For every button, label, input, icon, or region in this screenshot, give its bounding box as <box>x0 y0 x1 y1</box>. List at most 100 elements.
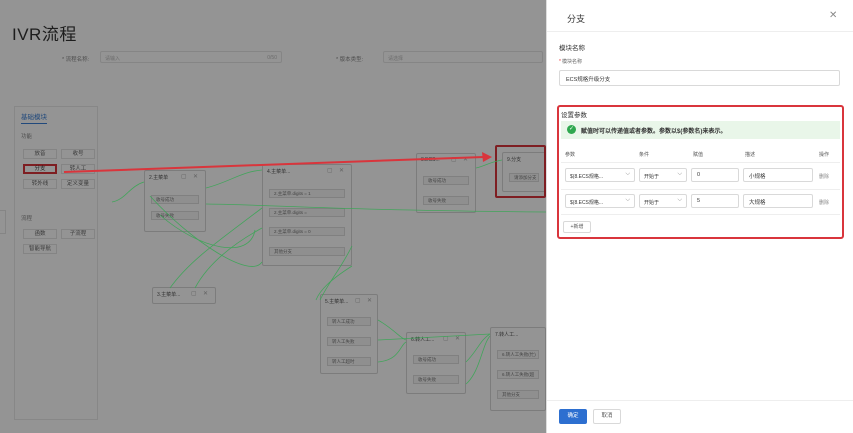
edit-icon[interactable]: ▢ <box>355 298 361 304</box>
edit-icon[interactable]: ▢ <box>181 174 187 180</box>
edit-icon[interactable]: ▢ <box>451 157 457 163</box>
node-output[interactable]: 收号成功 <box>413 355 459 364</box>
info-alert: ✓ 赋值时可以传递值或者参数。参数以$(参数名)来表示。 <box>561 121 840 139</box>
value-input[interactable]: 5 <box>691 194 739 208</box>
node-title: 4.主菜单... <box>267 169 291 175</box>
edge-line <box>465 333 491 363</box>
flow-name-counter: 0/50 <box>267 55 277 61</box>
module-subflow[interactable]: 子流程 <box>61 229 95 239</box>
node-title: 8.ECS... <box>421 157 440 163</box>
edge-line <box>475 159 503 169</box>
flow-node-6[interactable]: 6.转人工... ▢ ✕ 收号成功 收号失败 <box>406 332 466 394</box>
module-transfer-agent[interactable]: 转人工 <box>61 164 95 174</box>
node-output[interactable]: 收号失败 <box>151 211 199 220</box>
col-condition: 条件 <box>639 152 650 158</box>
row-divider <box>561 214 840 215</box>
node-output[interactable]: 6.转人工失败(超 <box>497 370 539 379</box>
node-output[interactable]: 转人工失败 <box>327 337 371 346</box>
flow-node-5[interactable]: 5.主菜单... ▢ ✕ 转人工成功 转人工失败 转人工超时 <box>320 294 378 374</box>
module-name-section-title: 模块名称 <box>559 45 585 52</box>
desc-input[interactable]: 大规格 <box>743 194 813 208</box>
modal-mask[interactable] <box>0 0 546 433</box>
node-output[interactable]: 2.主菜单.digits = 1 <box>269 189 345 198</box>
node-output[interactable]: 转人工超时 <box>327 357 371 366</box>
desc-input[interactable]: 小规格 <box>743 168 813 182</box>
value-input[interactable]: 0 <box>691 168 739 182</box>
chevron-down-icon: ⌵ <box>677 171 682 177</box>
drawer-title: 分支 <box>567 14 586 24</box>
edge-line <box>315 265 353 301</box>
module-name-input[interactable]: ECS规格升级分支 <box>559 70 840 86</box>
node-output[interactable]: 2.主菜单.digits = <box>269 208 345 217</box>
alert-text: 赋值时可以传递值或者参数。参数以$(参数名)来表示。 <box>581 129 727 135</box>
version-type-select[interactable]: 请选择 <box>383 51 543 63</box>
node-output[interactable]: 6.转人工失败(忙) <box>497 350 539 359</box>
flow-name-input[interactable]: 请输入 0/50 <box>100 51 282 63</box>
module-transfer-external[interactable]: 转外线 <box>23 179 57 189</box>
edge-line <box>149 195 263 267</box>
param-select[interactable]: $(8.ECS规格...⌵ <box>565 194 635 208</box>
delete-row-button[interactable]: 删除 <box>819 174 830 180</box>
delete-row-button[interactable]: 删除 <box>819 200 830 206</box>
node-title: 7.转人工... <box>495 332 519 338</box>
node-output[interactable]: 其他分支 <box>269 247 345 256</box>
add-row-button[interactable]: +新增 <box>563 221 591 233</box>
cancel-button[interactable]: 取消 <box>593 409 621 424</box>
node-title: 2.主菜单 <box>149 175 169 181</box>
edit-icon[interactable]: ▢ <box>443 336 449 342</box>
node-output[interactable]: 收号失败 <box>413 375 459 384</box>
node-output[interactable]: 收号失败 <box>423 196 469 205</box>
flow-node-menu4[interactable]: 4.主菜单... ▢ ✕ 2.主菜单.digits = 1 2.主菜单.digi… <box>262 164 352 266</box>
flow-connectors <box>63 152 546 385</box>
edge-line <box>377 341 407 363</box>
node-output[interactable]: 收号成功 <box>151 195 199 204</box>
node-title: 5.主菜单... <box>325 299 349 305</box>
version-type-label: * 版本类型: <box>336 57 364 63</box>
node-output[interactable]: 2.主菜单.digits = 0 <box>269 227 345 236</box>
close-icon[interactable]: ✕ <box>367 298 373 304</box>
condition-select[interactable]: 开始于⌵ <box>639 168 687 182</box>
param-select[interactable]: $(8.ECS规格...⌵ <box>565 168 635 182</box>
close-icon[interactable]: ✕ <box>463 157 469 163</box>
node-output[interactable]: 收号成功 <box>423 176 469 185</box>
col-desc: 描述 <box>745 152 756 158</box>
module-name-label: *模块名称 <box>559 59 582 65</box>
chevron-down-icon: ⌵ <box>677 197 682 203</box>
divider <box>547 31 853 32</box>
version-type-placeholder: 请选择 <box>388 56 404 62</box>
sidebar-collapse-handle[interactable] <box>0 210 6 234</box>
flow-node-7[interactable]: 7.转人工... 6.转人工失败(忙) 6.转人工失败(超 其他分支 <box>490 327 546 411</box>
close-icon[interactable]: ✕ <box>193 174 199 180</box>
close-icon[interactable]: ✕ <box>203 291 209 297</box>
edit-icon[interactable]: ▢ <box>191 291 197 297</box>
sidebar-tab-basic[interactable]: 基础模块 <box>21 111 47 124</box>
module-branch[interactable]: 分支 <box>23 164 57 174</box>
red-pointer-arrow <box>63 152 492 173</box>
flow-name-label: * 流程名称: <box>62 57 90 63</box>
close-icon[interactable]: ✕ <box>339 168 345 174</box>
module-play[interactable]: 放音 <box>23 149 57 159</box>
edge-line <box>319 245 353 301</box>
edge-line <box>465 335 491 385</box>
module-function[interactable]: 函数 <box>23 229 57 239</box>
col-param: 参数 <box>565 152 576 158</box>
node-output[interactable]: 其他分支 <box>497 390 539 399</box>
sidebar-section-flow: 流程 <box>21 216 33 222</box>
row-divider <box>561 189 840 190</box>
flow-node-8[interactable]: 8.ECS... ▢ ✕ 收号成功 收号失败 <box>416 153 476 213</box>
edit-icon[interactable]: ▢ <box>327 168 333 174</box>
module-collect[interactable]: 收号 <box>61 149 95 159</box>
module-smart-nav[interactable]: 智能导航 <box>23 244 57 254</box>
confirm-button[interactable]: 确定 <box>559 409 587 424</box>
edge-line <box>205 203 546 213</box>
close-icon[interactable]: ✕ <box>455 336 461 342</box>
node-output[interactable]: 请添加分支 <box>509 173 539 182</box>
condition-select[interactable]: 开始于⌵ <box>639 194 687 208</box>
params-section: 设置参数 ✓ 赋值时可以传递值或者参数。参数以$(参数名)来表示。 参数 条件 … <box>557 105 844 239</box>
row-divider <box>561 162 840 163</box>
flow-node-3[interactable]: 3.主菜单... ▢ ✕ <box>152 287 216 304</box>
chevron-down-icon: ⌵ <box>625 197 630 203</box>
node-output[interactable]: 转人工成功 <box>327 317 371 326</box>
module-define-variable[interactable]: 定义变量 <box>61 179 95 189</box>
close-icon[interactable]: ✕ <box>829 10 838 21</box>
